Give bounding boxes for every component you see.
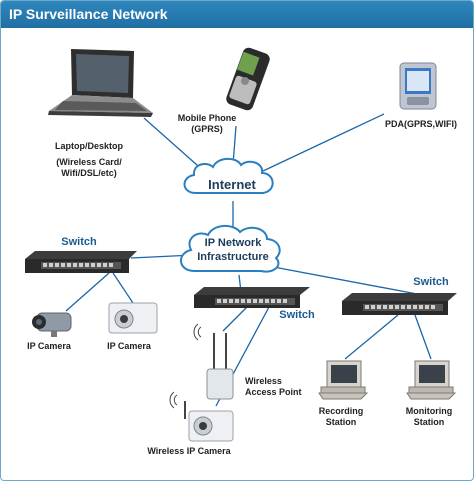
label-ip-camera-2: IP Camera [107, 341, 151, 351]
label-switch-right: Switch [413, 276, 449, 288]
ip-camera-2-icon [108, 302, 158, 334]
switch-right-icon [342, 293, 457, 315]
label-laptop: Laptop/Desktop [54, 141, 123, 151]
label-switch-middle: Switch [279, 309, 315, 321]
label-access-point: Access Point [245, 387, 302, 397]
label-recording: Recording [318, 406, 364, 416]
label-monitoring: Monitoring [405, 406, 453, 416]
laptop-icon [48, 49, 153, 117]
pda-icon [399, 62, 437, 110]
wireless-access-point-icon [193, 323, 234, 400]
label-switch-left: Switch [61, 236, 97, 248]
title-bar: IP Surveillance Network [1, 1, 473, 28]
label-laptop-sub2: Wifi/DSL/etc) [61, 168, 117, 178]
ip-camera-1-icon [32, 312, 72, 337]
label-mobile-phone: Mobile Phone [177, 113, 237, 123]
switch-middle-icon [194, 287, 310, 308]
label-wireless: Wireless [245, 376, 282, 386]
label-infrastructure: Infrastructure [197, 251, 269, 263]
connection-lines [65, 113, 432, 407]
wireless-ip-camera-icon [169, 391, 234, 442]
label-pda: PDA(GPRS,WIFI) [385, 119, 457, 129]
mobile-phone-icon [226, 47, 270, 111]
internet-cloud [183, 157, 274, 194]
label-ip-network: IP Network [204, 237, 262, 249]
diagram-title: IP Surveillance Network [9, 6, 168, 22]
label-internet: Internet [208, 177, 256, 192]
label-ip-camera-1: IP Camera [27, 341, 71, 351]
label-recording-station: Station [325, 417, 357, 427]
monitoring-station-icon [406, 360, 457, 400]
switch-left-icon [25, 251, 137, 273]
label-wireless-ip-camera: Wireless IP Camera [147, 446, 231, 456]
label-monitoring-station: Station [413, 417, 445, 427]
label-laptop-sub1: (Wireless Card/ [56, 157, 122, 167]
label-mobile-gprs: (GPRS) [191, 124, 223, 134]
recording-station-icon [318, 360, 369, 400]
ip-network-cloud [180, 225, 281, 273]
